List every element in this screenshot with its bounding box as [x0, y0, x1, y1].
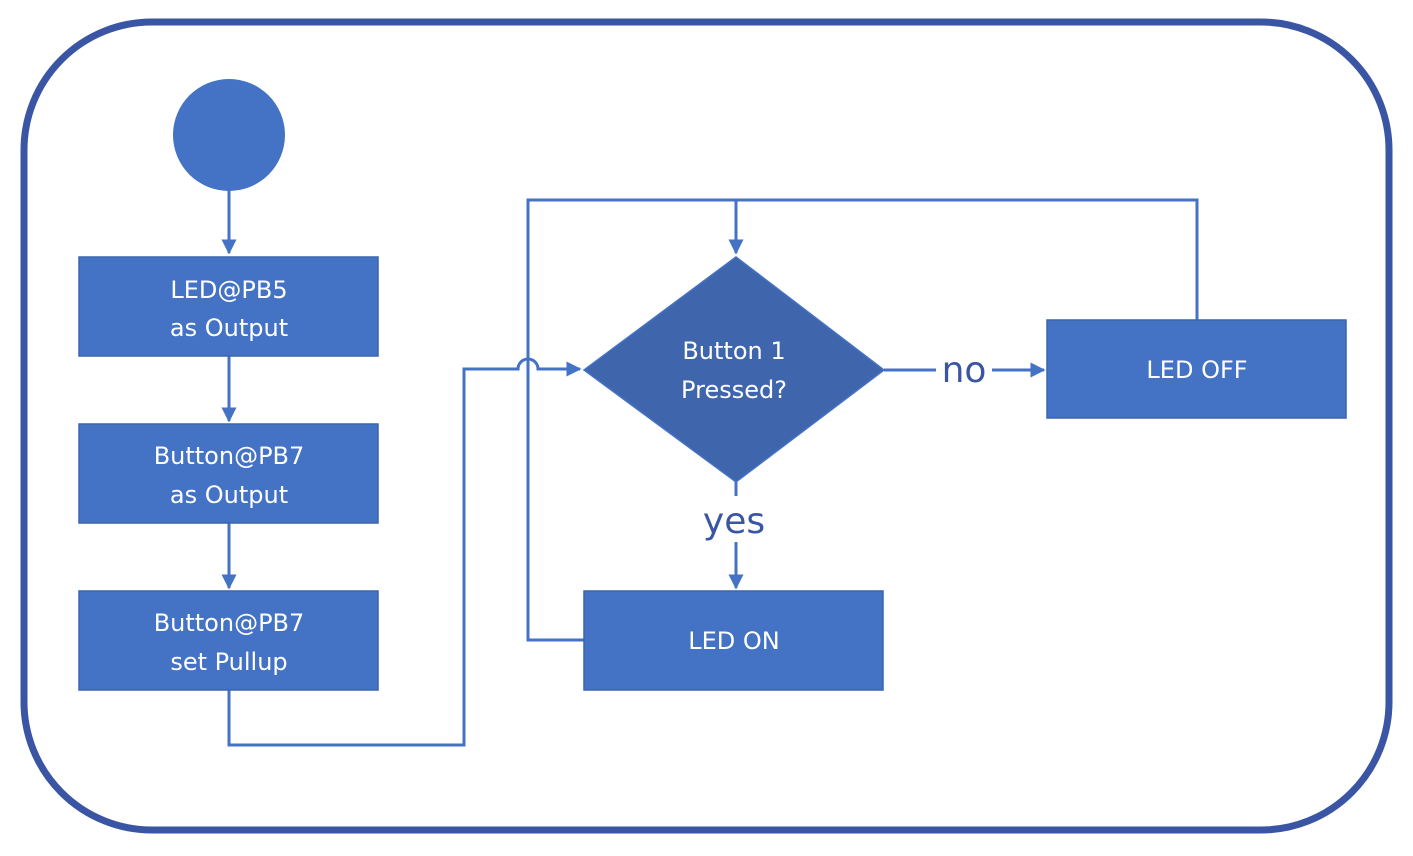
edge-label-no: no: [942, 350, 987, 391]
node-init-led: LED@PB5 as Output: [78, 256, 379, 357]
node-set-pullup-box: [78, 590, 379, 691]
node-init-button: Button@PB7 as Output: [78, 423, 379, 524]
node-led-on-box: [583, 590, 884, 691]
node-set-pullup-line2: set Pullup: [170, 648, 287, 676]
node-decision-diamond: [582, 256, 886, 483]
node-init-led-box: [78, 256, 379, 357]
node-set-pullup-line1: Button@PB7: [154, 609, 305, 637]
node-decision-line1: Button 1: [682, 337, 785, 365]
node-led-on: LED ON: [583, 590, 884, 691]
node-decision-line2: Pressed?: [681, 376, 787, 404]
connector-pullup-to-decision: [227, 357, 582, 747]
node-led-off-label: LED OFF: [1146, 356, 1247, 384]
no-label-background: [936, 348, 992, 390]
node-set-pullup: Button@PB7 set Pullup: [78, 590, 379, 691]
node-led-off: LED OFF: [1046, 319, 1347, 419]
node-led-off-box: [1046, 319, 1347, 419]
node-decision: Button 1 Pressed?: [582, 256, 886, 483]
node-init-led-line1: LED@PB5: [170, 276, 287, 304]
edge-label-yes: yes: [703, 501, 765, 542]
node-init-button-box: [78, 423, 379, 524]
node-init-button-line1: Button@PB7: [154, 442, 305, 470]
node-led-on-label: LED ON: [688, 627, 780, 655]
node-init-led-line2: as Output: [170, 314, 288, 342]
node-init-button-line2: as Output: [170, 481, 288, 509]
connector-led-on-loop: [526, 198, 1199, 642]
yes-label-background: [696, 496, 772, 542]
start-node: [173, 79, 285, 191]
